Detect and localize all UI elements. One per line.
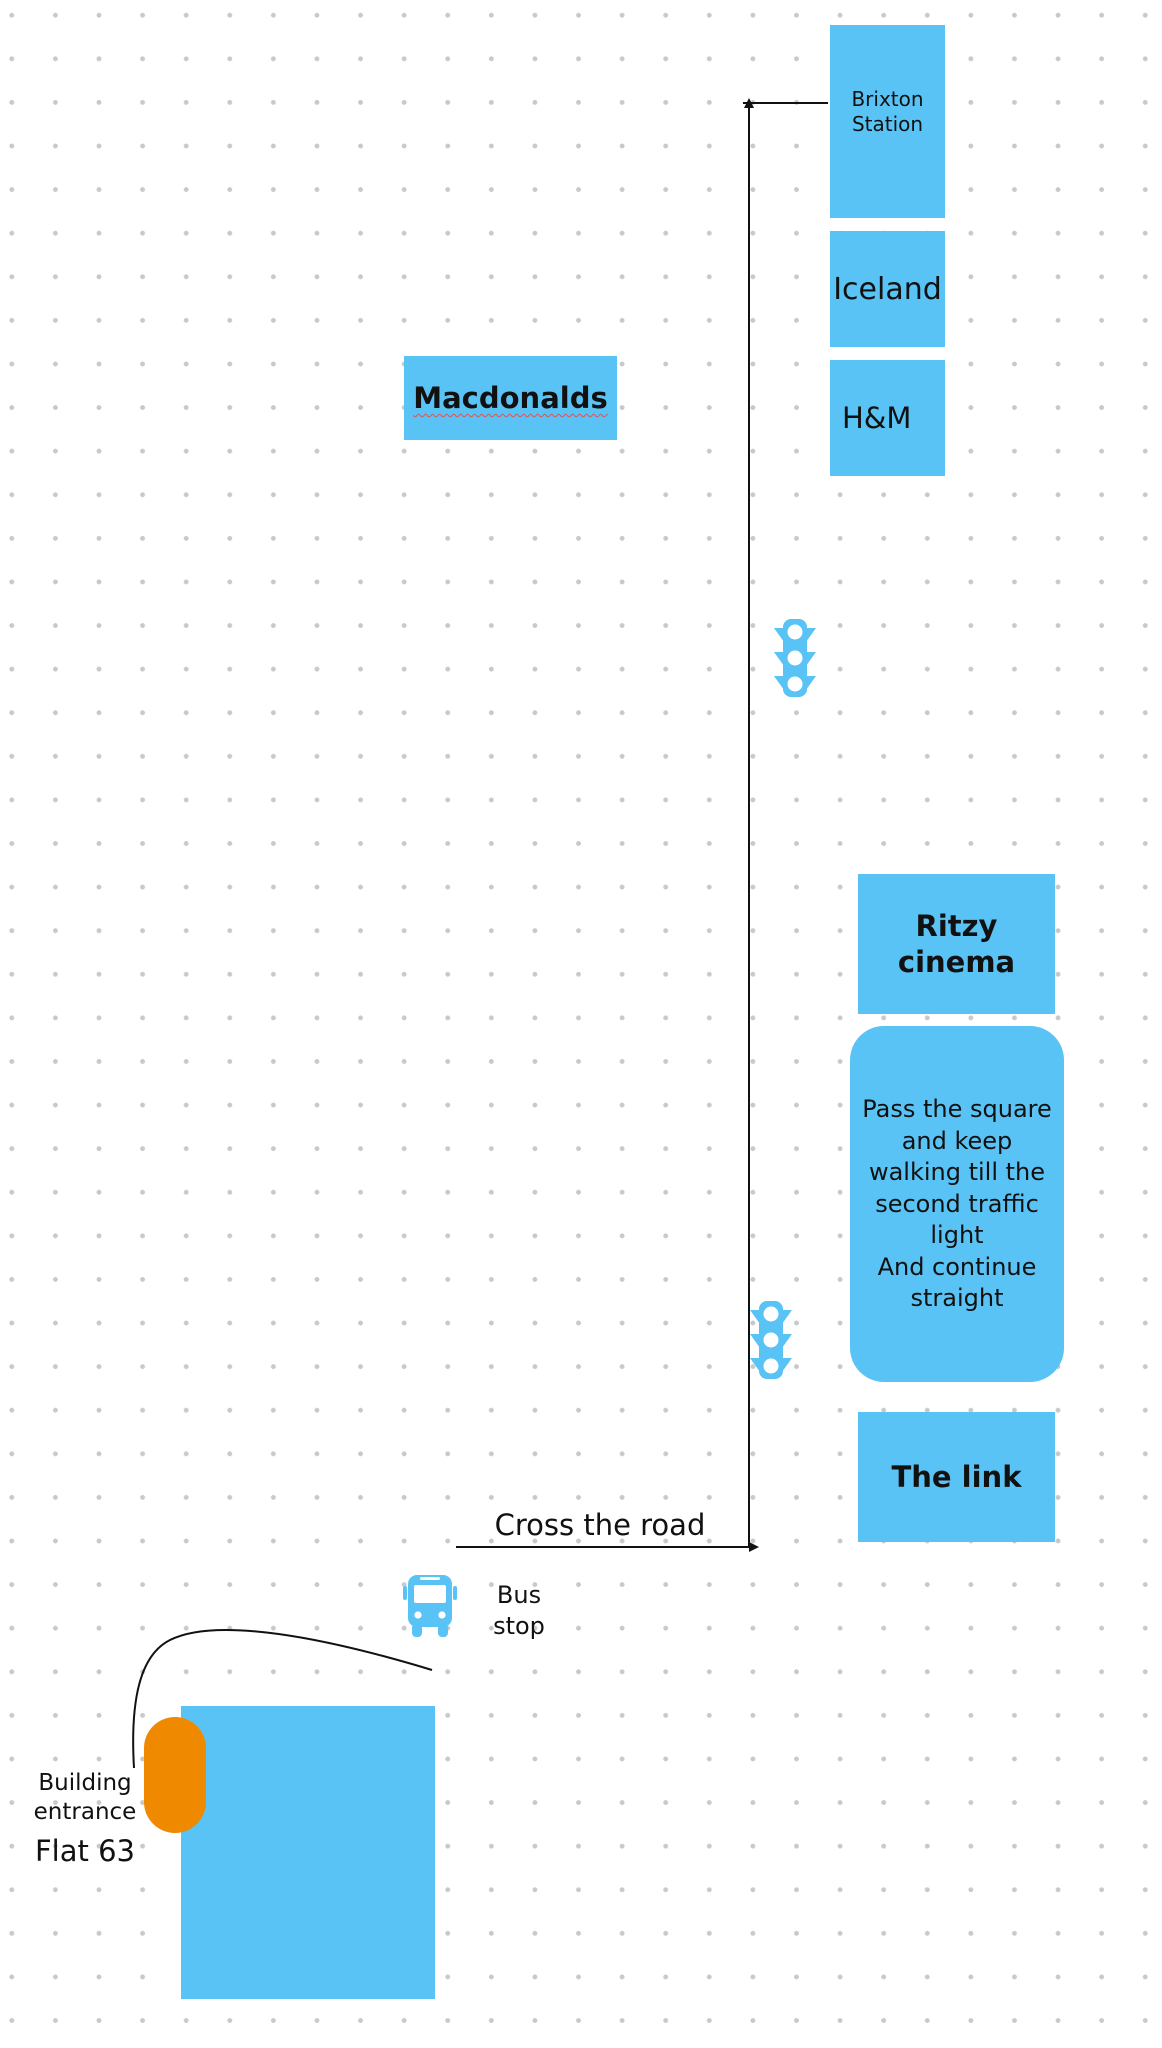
ritzy-cinema-block[interactable]: Ritzy cinema: [858, 874, 1055, 1014]
building-entrance-label: Building entrance: [33, 1770, 137, 1825]
bus-stop-label: Bus stop: [493, 1581, 545, 1640]
cross-road-label: Cross the road: [494, 1508, 706, 1542]
bus-icon: [403, 1572, 457, 1638]
iceland-label: Iceland: [833, 271, 942, 307]
building-entrance-marker[interactable]: [144, 1717, 206, 1833]
flat-63-building[interactable]: [181, 1706, 435, 1999]
ritzy-cinema-label: Ritzy cinema: [897, 909, 1016, 979]
traffic-light-icon: [772, 618, 818, 698]
flat-63-label: Flat 63: [35, 1834, 135, 1868]
hm-label: H&M: [842, 401, 912, 435]
macdonalds-label: Macdonalds: [413, 381, 608, 415]
macdonalds-block[interactable]: Macdonalds: [404, 356, 617, 440]
brixton-station-label: Brixton Station: [851, 86, 924, 136]
hm-block[interactable]: H&M: [830, 360, 945, 476]
the-link-block[interactable]: The link: [858, 1412, 1055, 1542]
directions-card: Pass the square and keep walking till th…: [850, 1026, 1064, 1382]
the-link-label: The link: [891, 1460, 1022, 1494]
directions-text: Pass the square and keep walking till th…: [862, 1095, 1052, 1312]
brixton-station-block[interactable]: Brixton Station: [830, 25, 945, 218]
iceland-block[interactable]: Iceland: [830, 231, 945, 347]
traffic-light-icon: [748, 1300, 794, 1380]
bus-to-entrance-curve: [132, 1629, 433, 1769]
